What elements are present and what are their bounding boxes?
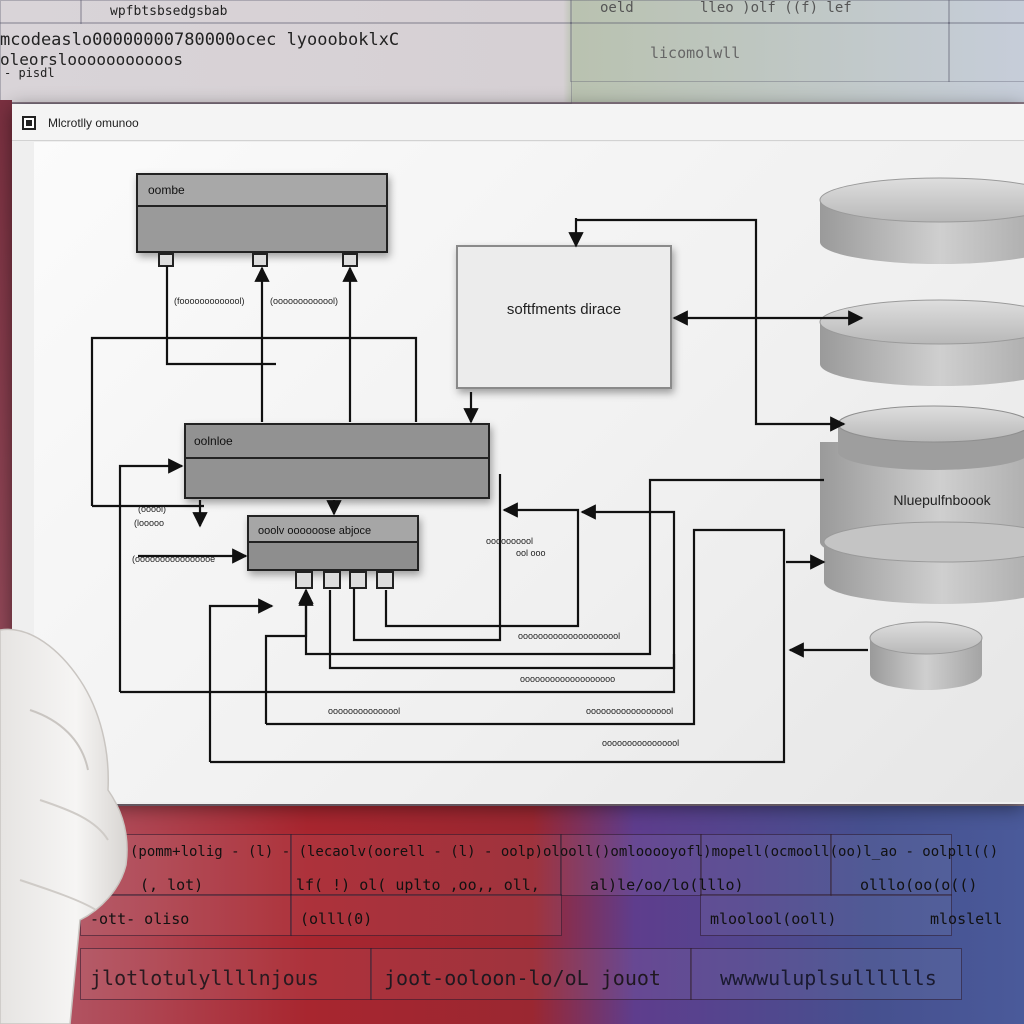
connector-label: oooooooooooooool: [602, 738, 679, 748]
sheet-text: mloslell: [930, 910, 1003, 928]
database-stack[interactable]: [819, 177, 1024, 604]
sheet-cell: [700, 894, 952, 936]
connector-label: (fooooooooooool): [174, 296, 245, 306]
sheet-cell: [0, 0, 82, 24]
port: [323, 571, 341, 589]
sheet-cell: [80, 948, 372, 1000]
sheet-cell: [290, 834, 562, 896]
connector-label: ooooooooooooooooooo: [520, 674, 615, 684]
block-top-left[interactable]: [136, 173, 388, 253]
sheet-text: licomolwll: [650, 44, 741, 62]
sheet-cell: [370, 948, 692, 1000]
block-center-label: softfments diracе: [507, 301, 621, 318]
sheet-text: mcodeaslo00000000780000ocec lyoooboklxC: [0, 30, 400, 50]
connector-label: oooooooool: [486, 536, 533, 546]
sheet-cell: [948, 0, 1024, 24]
sheet-text: joot-ooloon-lo/oL jouot: [384, 966, 661, 990]
port: [158, 253, 174, 267]
sheet-text: jlotlotulyllllnjous: [90, 966, 319, 990]
block-middle-label: oolnloe: [194, 434, 233, 448]
port: [252, 253, 268, 267]
sheet-cell: [80, 894, 292, 936]
sheet-text: (, lot): [140, 876, 204, 894]
connector-label: oooooooooooooooool: [586, 706, 673, 716]
sheet-text: al)le/oo/lo(lllo): [590, 876, 744, 894]
block-middle[interactable]: [184, 423, 490, 499]
connector-label: (ooool): [138, 504, 166, 514]
window-title: Mlcrotlly omunoo: [48, 116, 139, 130]
port: [376, 571, 394, 589]
sheet-text: -ott- oliso: [90, 910, 190, 928]
port: [342, 253, 358, 267]
block-top-left-label: oombe: [148, 183, 185, 197]
database-label: Nluepulfnboook: [893, 492, 991, 508]
sheet-cell: [570, 22, 950, 82]
sheet-cell: [80, 0, 572, 24]
window-titlebar[interactable]: Mlcrotlly omunoo: [12, 104, 1024, 141]
sheet-text: wpfbtsbsedgsbab: [110, 4, 228, 19]
sheet-text: (olll(0): [300, 910, 373, 928]
diagram-window: Mlcrotlly omunoo: [12, 104, 1024, 804]
sheet-text: lleo )olf ((f) lef: [700, 0, 852, 16]
background-sheet-top: wpfbtsbsedgsbab mcodeaslo00000000780000o…: [0, 0, 1024, 104]
app-icon: [22, 116, 36, 130]
block-lower-label: ooolv oooooose abjoce: [258, 525, 371, 537]
sheet-text: (pomm+lolig - (l) - (lecaolv(oorell - (l…: [130, 844, 999, 860]
sheet-cell: [830, 834, 952, 896]
small-cylinder[interactable]: [869, 621, 983, 690]
sheet-text: lf( !) ol( uplto ,oo,, oll,: [296, 876, 540, 894]
sheet-cell: [690, 948, 962, 1000]
sheet-cell: [0, 22, 572, 104]
sheet-cell: [570, 0, 950, 24]
diagram-svg: oombe softfments diracе oolnloe oo: [90, 173, 1024, 764]
sheet-cell: [560, 834, 702, 896]
sheet-cell: [290, 894, 562, 936]
sheet-cell: [948, 22, 1024, 82]
port: [295, 571, 313, 589]
connector-label: (ooooooooooool): [270, 296, 338, 306]
port: [349, 571, 367, 589]
connector-label: ool ooo: [516, 548, 546, 558]
diagram-canvas[interactable]: oombe softfments diracе oolnloe oo: [34, 142, 1024, 802]
sheet-text: wwwwuluplsulllllls: [720, 966, 937, 990]
connector-label: ooooooooooooooooooool: [518, 631, 620, 641]
sheet-text: - pisdl: [4, 66, 55, 80]
sheet-cell: [700, 834, 832, 896]
sheet-text: mloolool(ooll): [710, 910, 837, 928]
connector-label: (oooooooooooooooe: [132, 554, 215, 564]
connector-label: ooooooooooooool: [328, 706, 400, 716]
sheet-text: olllo(oo(o((): [860, 876, 978, 894]
background-sheet-bottom: (pomm+lolig - (l) - (lecaolv(oorell - (l…: [0, 806, 1024, 1024]
sheet-text: oeld: [600, 0, 634, 16]
connector-label: (looooo: [134, 518, 164, 528]
connector-labels: (fooooooooooool) (ooooooooooool) (ooool)…: [132, 296, 679, 748]
hand-graphic: [0, 628, 128, 1024]
block-center[interactable]: [456, 245, 672, 389]
sheet-text: oleorslooooooooooos: [0, 50, 184, 69]
connector-lines: [90, 218, 868, 764]
block-lower[interactable]: [247, 515, 419, 571]
